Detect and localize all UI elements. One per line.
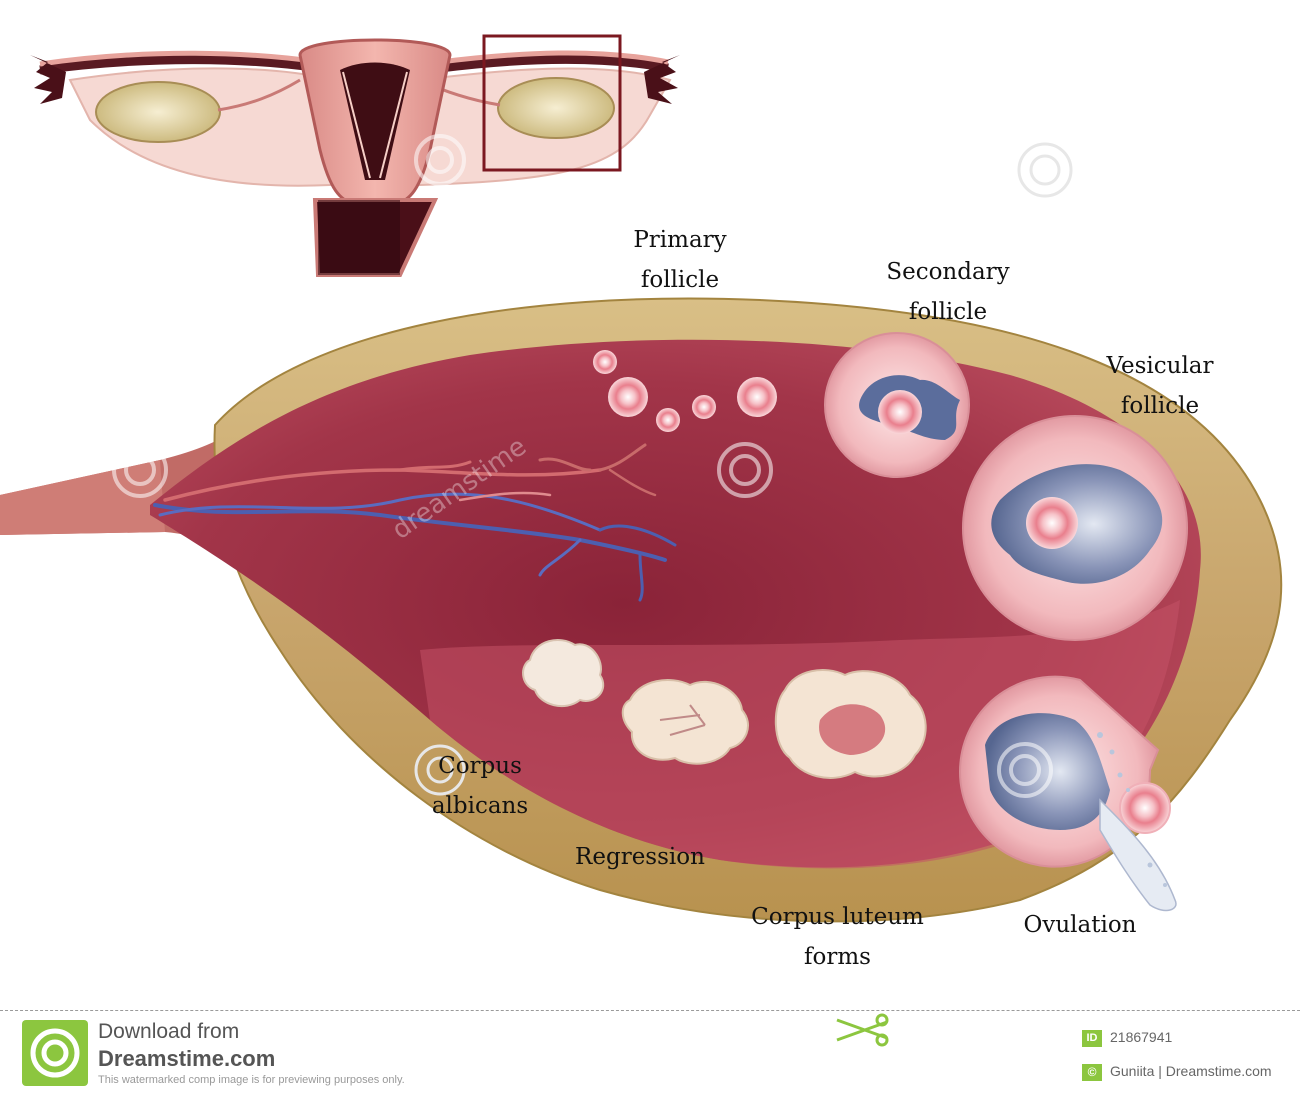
- label-regression: Regression: [575, 844, 705, 870]
- regressing-corpus-luteum: [621, 679, 749, 765]
- download-line: Download from: [98, 1020, 240, 1043]
- secondary-follicle: [824, 332, 970, 478]
- dreamstime-logo-icon: [22, 1020, 88, 1086]
- vesicular-follicle: [962, 415, 1188, 641]
- disclaimer-text: This watermarked comp image is for previ…: [98, 1074, 405, 1086]
- ovary-cross-section: [0, 297, 1283, 923]
- corpus-albicans: [522, 639, 605, 708]
- copyright-badge: ©: [1082, 1064, 1102, 1081]
- credit-text: Guniita | Dreamstime.com: [1110, 1063, 1272, 1079]
- blood-vessels: [153, 443, 677, 602]
- id-badge: ID: [1082, 1030, 1102, 1047]
- image-id: 21867941: [1110, 1029, 1173, 1045]
- uterus-overview: [30, 34, 680, 277]
- site-name: Dreamstime.com: [98, 1046, 276, 1071]
- primary-follicles: [593, 350, 777, 432]
- watermark-footer: Download from Dreamstime.com This waterm…: [0, 1008, 1300, 1100]
- watermark-swirls: [112, 134, 1053, 798]
- divider: [0, 1010, 1300, 1011]
- corpus-luteum: [774, 669, 927, 779]
- anatomy-illustration: dreamstime: [0, 34, 1283, 923]
- ovulating-follicle: [959, 675, 1177, 912]
- watermark-swirls-light: [414, 142, 1073, 796]
- scissors-icon: [832, 1012, 892, 1052]
- label-ovulation: Ovulation: [1023, 912, 1137, 938]
